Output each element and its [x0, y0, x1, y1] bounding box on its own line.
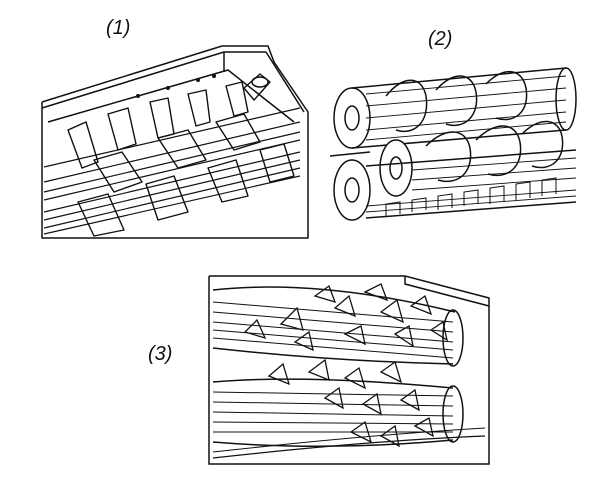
- figure-3-label: (3): [148, 343, 173, 365]
- twin-screw-rotor-illustration: [326, 66, 588, 230]
- toothed-rotor-housing-illustration: [205, 272, 495, 467]
- paddle-mixer-trough-illustration: [38, 42, 310, 242]
- figure-1-label: (1): [106, 17, 131, 39]
- figure-2-label: (2): [428, 28, 453, 50]
